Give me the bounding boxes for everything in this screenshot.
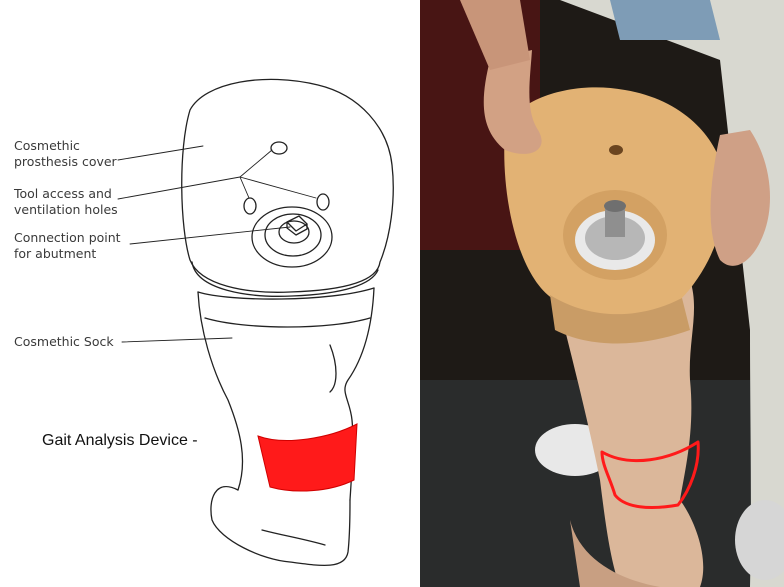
ring-inner <box>279 221 309 243</box>
foot-outline <box>211 487 350 566</box>
prosthesis-drawing <box>0 0 420 587</box>
socket-outline <box>182 79 394 292</box>
ring-middle <box>265 214 321 256</box>
label-sock: Cosmethic Sock <box>14 334 114 350</box>
gait-device-band <box>258 424 357 491</box>
hole-2 <box>244 198 256 214</box>
diagram-panel: Cosmethic prosthesis cover Tool access a… <box>0 0 420 587</box>
hole-3 <box>317 194 329 210</box>
leader-holes-d <box>240 177 316 198</box>
leader-sock <box>122 338 232 342</box>
leader-holes-a <box>118 177 240 199</box>
label-connection: Connection point for abutment <box>14 230 121 262</box>
photo-panel <box>420 0 784 587</box>
leader-holes-c <box>240 177 249 198</box>
ring-outer <box>252 207 332 267</box>
prosthesis-photo <box>420 0 784 587</box>
leader-cover <box>118 146 203 160</box>
sock-fold <box>330 345 336 392</box>
leader-holes-b <box>240 150 272 177</box>
band-line-2 <box>205 318 370 327</box>
hole-1 <box>271 142 287 154</box>
label-cover: Cosmethic prosthesis cover <box>14 138 117 170</box>
label-gait-device: Gait Analysis Device - <box>42 432 198 450</box>
foot-line <box>262 530 325 545</box>
label-holes: Tool access and ventilation holes <box>14 186 118 218</box>
